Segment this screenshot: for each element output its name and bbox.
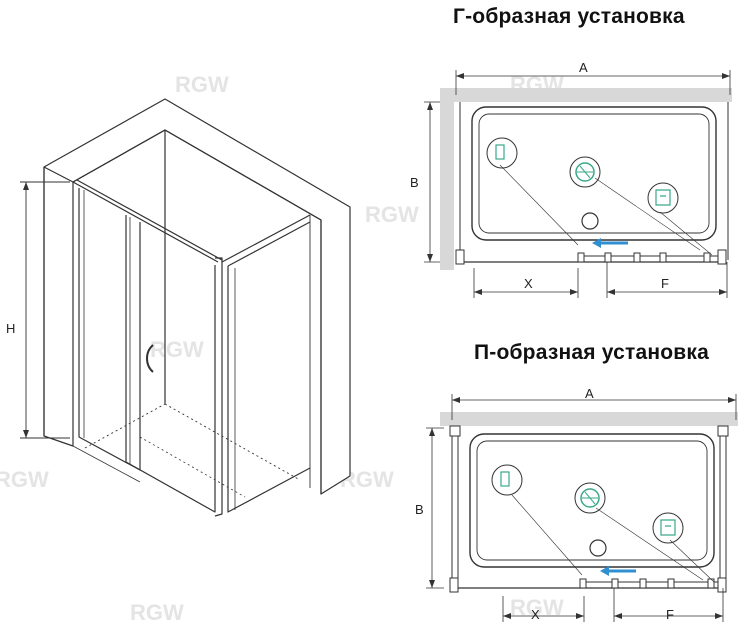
dim-label-a-top: A [579,60,588,75]
shower-tray [471,106,717,241]
title-l-shape: Г-образная установка [453,5,685,28]
dim-x-line [502,596,585,622]
detail-icon-bracket [647,182,679,214]
wall-left [440,88,454,270]
title-u-shape: П-образная установка [474,341,709,364]
plan-l-shape [424,70,732,298]
watermark-text: RGW [0,467,49,492]
sliding-door [125,215,216,513]
drain [581,212,599,230]
watermark-text: RGW [365,202,419,227]
back-wall [43,98,351,495]
drain [589,539,607,557]
detail-icon-knob [574,482,606,514]
dim-label-h: H [6,321,15,336]
side-panel-left [451,428,459,586]
watermark-text: RGW [150,337,204,362]
dim-label-f-top: F [661,276,669,291]
cabin-3d-drawing [20,98,351,517]
door-handle [146,344,154,373]
dim-f-line [613,588,724,622]
wall-top [440,412,738,426]
watermarks: RGW RGW RGW RGW RGW RGW RGW RGW [0,72,564,625]
side-panel-right [719,428,727,586]
dim-label-a-bottom: A [585,386,594,401]
dim-a-line [455,70,731,95]
wall-top [440,88,732,102]
height-dimension-line [20,181,70,439]
watermark-text: RGW [130,600,184,625]
dim-label-b-bottom: B [415,502,424,517]
side-panel [221,214,311,267]
dim-x-line [473,268,579,298]
watermark-text: RGW [175,72,229,97]
dim-a-line [451,394,737,420]
dim-label-b-top: B [410,175,419,190]
detail-icon-roller [491,464,523,496]
dim-b-line [424,101,440,263]
detail-icon-roller [486,137,518,169]
detail-icon-knob [569,156,601,188]
shower-tray [469,433,715,568]
dim-label-x-top: X [524,276,533,291]
dim-label-f-bottom: F [666,607,674,622]
dim-b-line [426,427,444,589]
dim-label-x-bottom: X [531,607,540,622]
plan-u-shape [426,394,738,622]
detail-icon-bracket [652,512,684,544]
front-panel-left [78,188,141,471]
top-rail [72,179,223,263]
